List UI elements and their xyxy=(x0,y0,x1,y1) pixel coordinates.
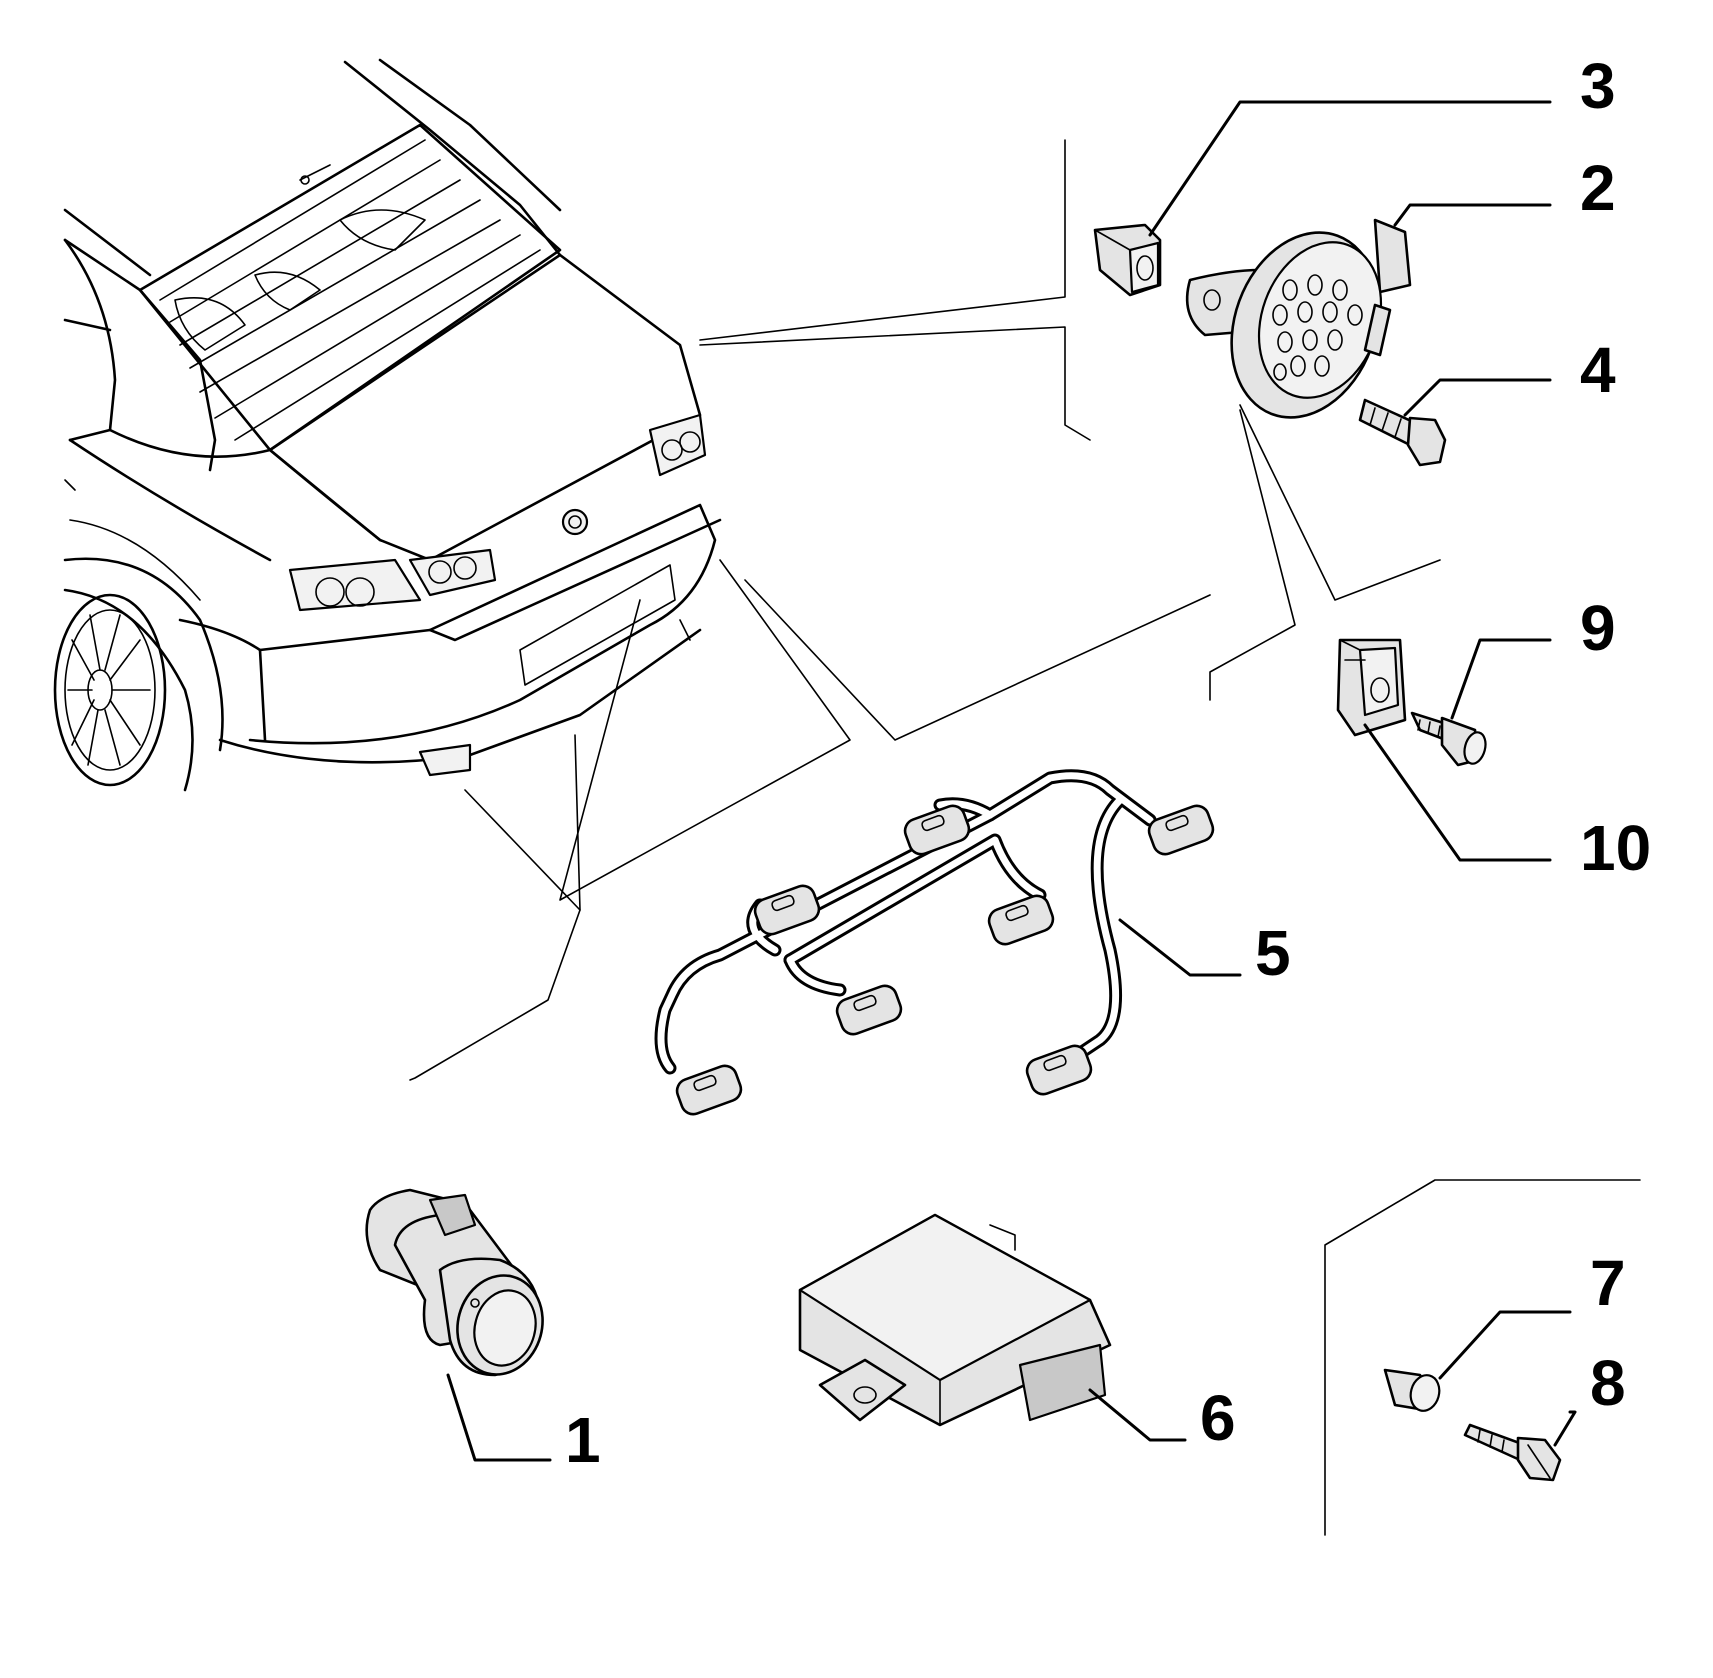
buzzer-grille xyxy=(1272,274,1363,381)
callout-6: 6 xyxy=(1200,1382,1236,1454)
group-bracket-7-8 xyxy=(1324,1179,1641,1536)
part-5-wiring-harness xyxy=(654,769,1215,1116)
part-10-spring-clip xyxy=(1336,638,1407,737)
harness-connector xyxy=(675,1064,743,1116)
callout-leader-lines xyxy=(446,100,1577,1462)
callout-4: 4 xyxy=(1580,334,1616,406)
callout-2: 2 xyxy=(1580,152,1616,224)
callout-8: 8 xyxy=(1590,1347,1626,1419)
harness-connector xyxy=(753,884,821,936)
callout-1: 1 xyxy=(565,1404,601,1476)
harness-connector xyxy=(1025,1044,1093,1096)
callout-10: 10 xyxy=(1580,812,1651,884)
part-9-screw xyxy=(1410,711,1487,767)
harness-connector xyxy=(903,804,971,856)
harness-connector xyxy=(987,894,1055,946)
harness-connector xyxy=(1147,804,1215,856)
part-6-control-unit xyxy=(798,1213,1112,1427)
callout-9: 9 xyxy=(1580,592,1616,664)
callout-3: 3 xyxy=(1580,50,1616,122)
sensor-location-lines xyxy=(409,139,1441,1081)
part-2-buzzer xyxy=(1185,218,1412,419)
callout-5: 5 xyxy=(1255,917,1291,989)
part-3-clip xyxy=(1093,223,1162,297)
callout-7: 7 xyxy=(1590,1247,1626,1319)
part-4-bolt xyxy=(1358,398,1447,467)
part-8-screw xyxy=(1463,1423,1562,1482)
callout-numbers: 3 2 4 9 10 5 7 8 6 1 xyxy=(565,50,1651,1476)
rear-wheel xyxy=(53,593,167,787)
harness-connector xyxy=(835,984,903,1036)
car-rear-illustration xyxy=(53,58,722,792)
part-7-plug xyxy=(1383,1368,1441,1412)
part-1-parking-sensor xyxy=(365,1188,544,1377)
